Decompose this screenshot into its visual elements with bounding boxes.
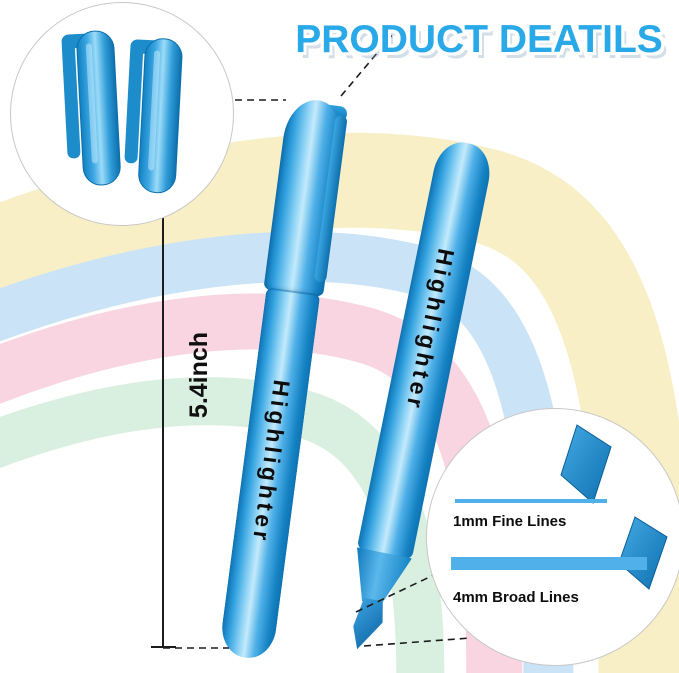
cap-icon <box>124 38 183 194</box>
fine-line-sample <box>455 499 607 503</box>
pen-nose-cone <box>347 547 412 609</box>
pen-caps-icon <box>61 30 183 194</box>
chisel-tip-icon <box>560 424 612 504</box>
fine-line-label: 1mm Fine Lines <box>453 513 567 530</box>
chisel-tip <box>349 597 387 654</box>
cap-icon <box>61 30 121 186</box>
chisel-tip-icon <box>618 516 668 590</box>
broad-line-sample <box>451 557 647 570</box>
tip-detail-circle: 1mm Fine Lines 4mm Broad Lines <box>426 408 679 666</box>
cap-detail-circle <box>10 2 234 226</box>
broad-line-label: 4mm Broad Lines <box>453 589 579 606</box>
rainbow-band-green <box>0 377 445 673</box>
page-title: PRODUCT DEATILS <box>295 18 663 61</box>
length-label: 5.4inch <box>185 331 213 419</box>
